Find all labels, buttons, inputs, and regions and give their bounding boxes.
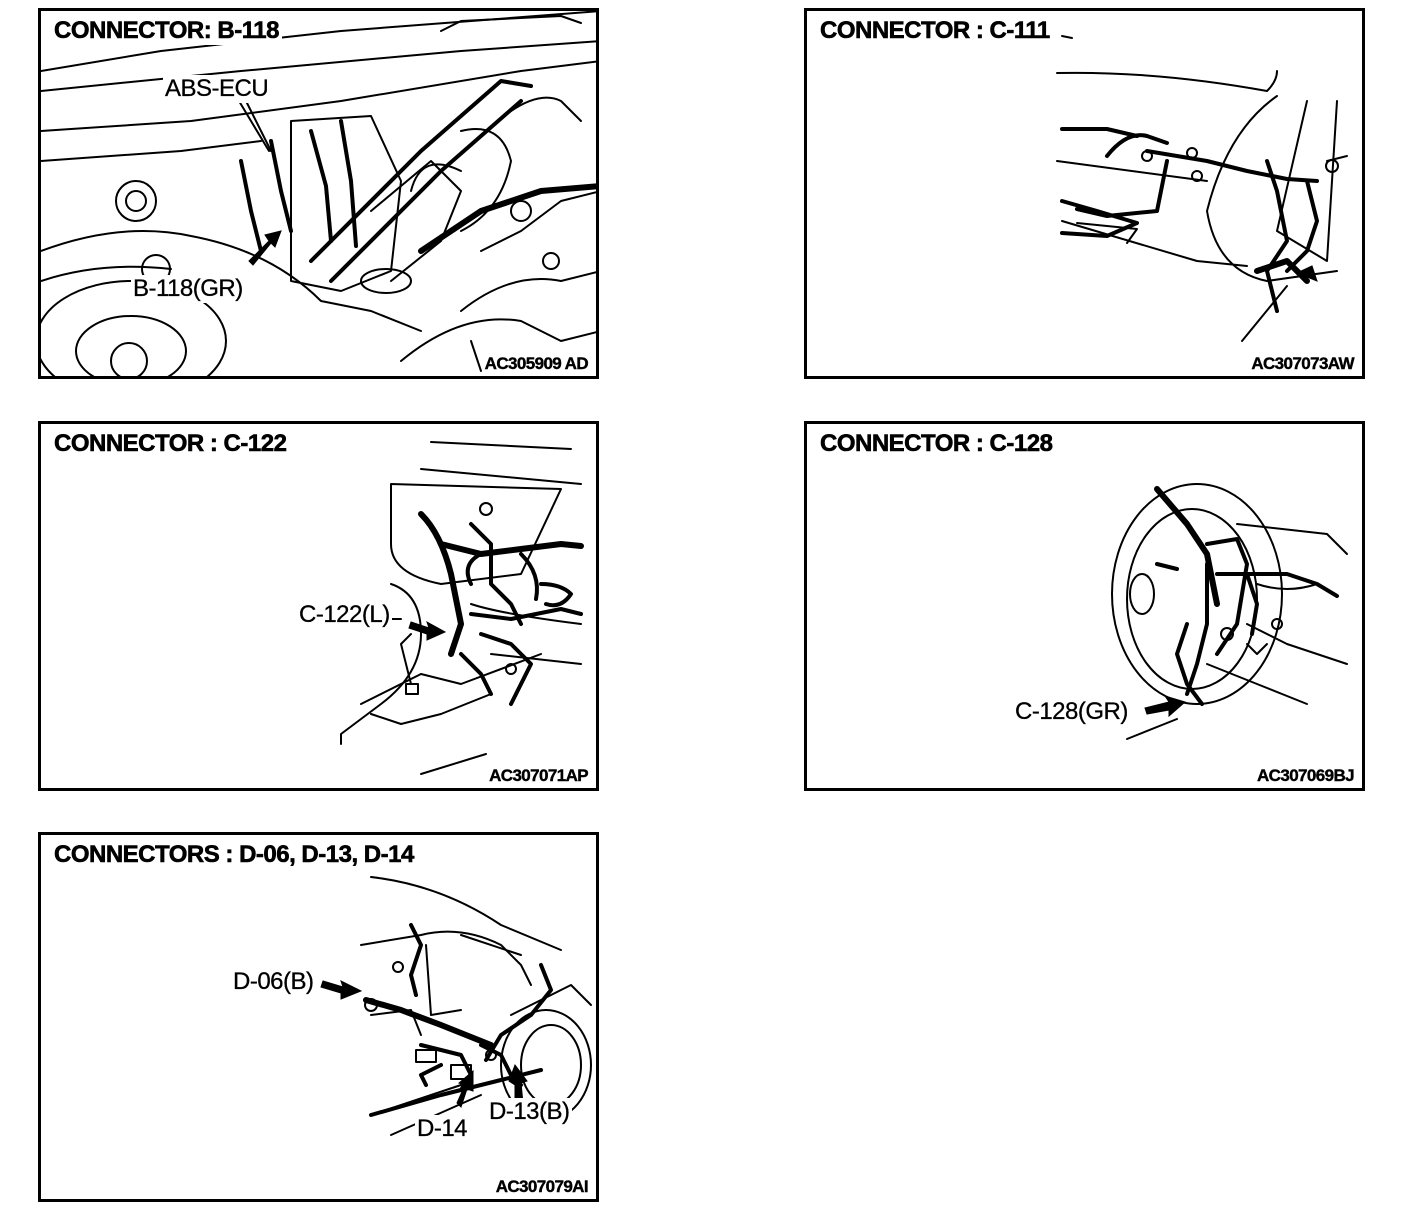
panel-connector-c122: CONNECTOR : C-122 C-122(L) AC307071AP bbox=[38, 421, 599, 791]
panel-title: CONNECTORS : D-06, D-13, D-14 bbox=[51, 841, 417, 869]
panel-title: CONNECTOR : C-111 bbox=[817, 17, 1053, 45]
figure-code: AC305909 AD bbox=[482, 354, 590, 374]
figure-code: AC307079AI bbox=[493, 1177, 590, 1197]
panel-title: CONNECTOR : C-128 bbox=[817, 430, 1056, 458]
label-d14: D-14 bbox=[415, 1115, 470, 1143]
panel-title: CONNECTOR : C-122 bbox=[51, 430, 290, 458]
label-abs-ecu: ABS-ECU bbox=[163, 75, 271, 103]
panel-title: CONNECTOR: B-118 bbox=[51, 17, 282, 45]
door-harness-illustration bbox=[320, 876, 592, 1136]
center-console-illustration bbox=[340, 441, 584, 775]
figure-code: AC307073AW bbox=[1249, 354, 1356, 374]
engine-bay-illustration bbox=[41, 11, 596, 376]
figure-code: AC307069BJ bbox=[1254, 766, 1356, 786]
label-d06: D-06(B) bbox=[231, 968, 316, 996]
label-c128: C-128(GR) bbox=[1013, 698, 1130, 726]
dashboard-harness-illustration bbox=[1056, 35, 1348, 342]
panel-connector-c128: CONNECTOR : C-128 C-128(GR) AC307069BJ bbox=[804, 421, 1365, 791]
label-b118: B-118(GR) bbox=[131, 275, 245, 303]
panel-connectors-d06-d13-d14: CONNECTORS : D-06, D-13, D-14 D-06(B) D-… bbox=[38, 832, 599, 1202]
label-d13: D-13(B) bbox=[487, 1098, 572, 1126]
panel-connector-c111: CONNECTOR : C-111 AC307073AW bbox=[804, 8, 1365, 379]
figure-code: AC307071AP bbox=[487, 766, 590, 786]
steering-column-illustration bbox=[1111, 483, 1348, 740]
label-c122: C-122(L) bbox=[297, 601, 392, 629]
panel-connector-b118: CONNECTOR: B-118 ABS-ECU B-118(GR) AC305… bbox=[38, 8, 599, 379]
